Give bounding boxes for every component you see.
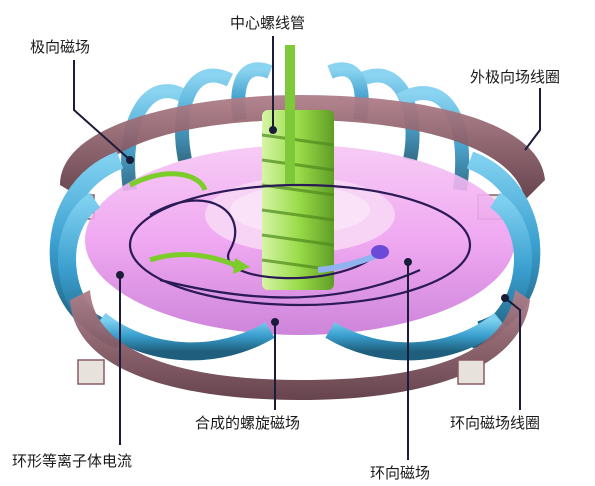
label-toroidal-field-coil: 环向磁场线圈 bbox=[450, 414, 540, 432]
label-center-solenoid: 中心螺线管 bbox=[230, 14, 305, 32]
label-outer-poloidal-coil: 外极向场线圈 bbox=[470, 68, 560, 86]
label-toroidal-field: 环向磁场 bbox=[370, 464, 430, 482]
label-toroidal-plasma-current: 环形等离子体电流 bbox=[12, 452, 132, 470]
label-poloidal-field: 极向磁场 bbox=[30, 38, 90, 56]
label-synthesized-helical-field: 合成的螺旋磁场 bbox=[195, 414, 300, 432]
